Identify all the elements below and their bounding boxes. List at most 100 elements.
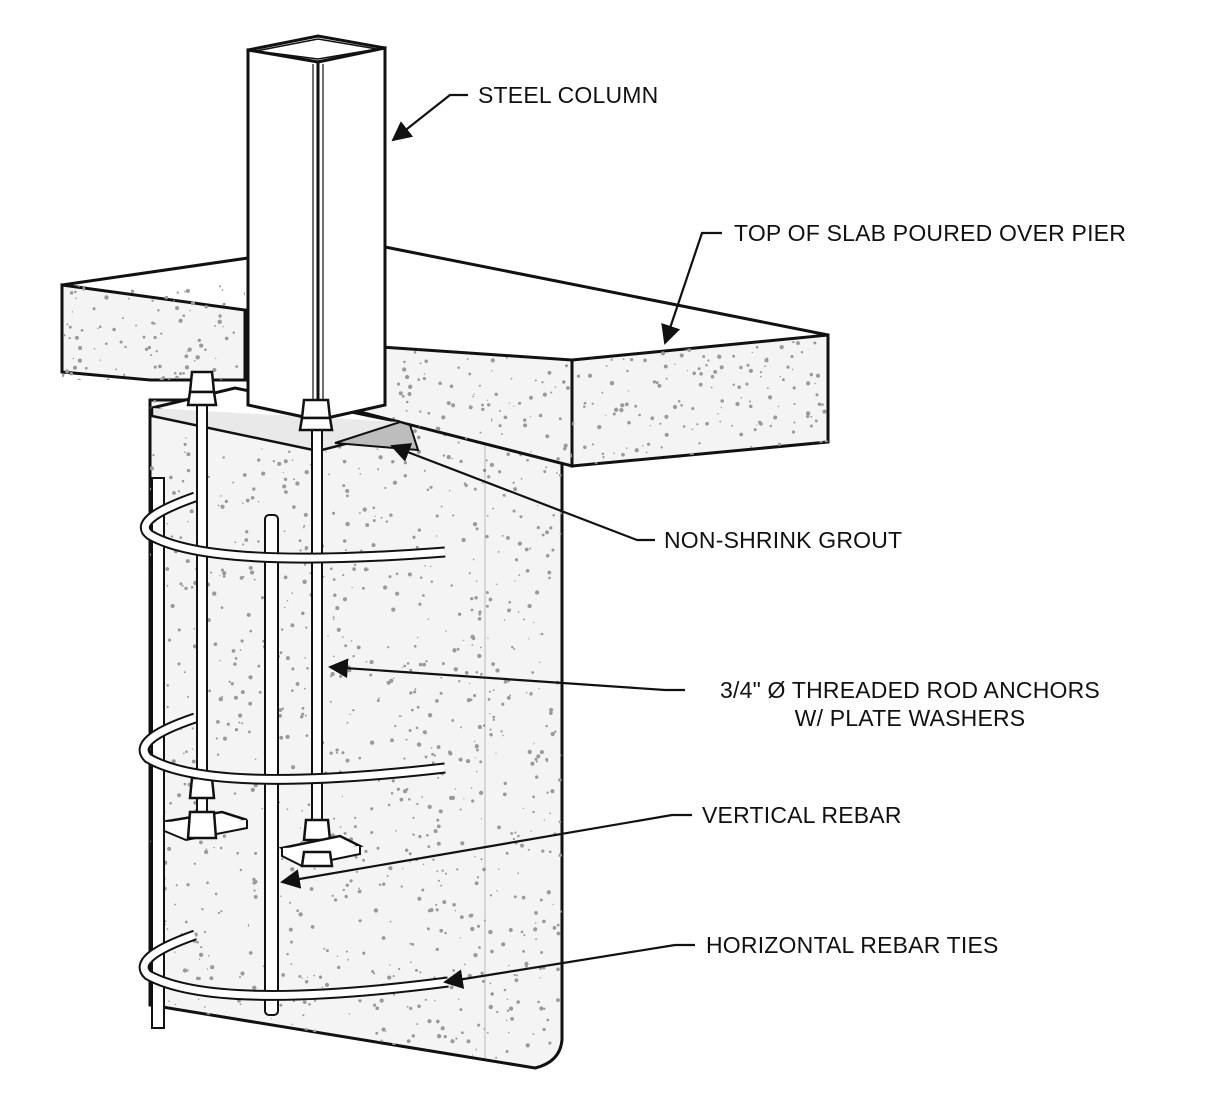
concrete-speckle [518, 574, 521, 576]
concrete-speckle [352, 567, 356, 571]
concrete-speckle [78, 345, 83, 351]
concrete-speckle [652, 380, 657, 384]
concrete-speckle [546, 890, 551, 895]
concrete-speckle [360, 549, 363, 552]
concrete-speckle [431, 752, 435, 756]
concrete-speckle [390, 738, 394, 743]
concrete-speckle [290, 940, 293, 944]
concrete-speckle [395, 572, 399, 576]
concrete-speckle [166, 522, 169, 525]
concrete-speckle [513, 405, 515, 407]
concrete-speckle [356, 645, 361, 650]
concrete-speckle [193, 862, 196, 865]
concrete-speckle [749, 404, 753, 409]
concrete-speckle [325, 949, 329, 953]
concrete-speckle [459, 937, 462, 939]
concrete-speckle [234, 657, 238, 660]
concrete-speckle [177, 490, 181, 493]
concrete-speckle [283, 490, 286, 493]
concrete-speckle [398, 391, 403, 396]
concrete-speckle [518, 401, 522, 405]
concrete-speckle [412, 833, 415, 837]
concrete-speckle [358, 512, 361, 514]
concrete-speckle [474, 744, 479, 749]
concrete-speckle [221, 695, 224, 698]
concrete-speckle [305, 734, 309, 737]
concrete-speckle [336, 955, 339, 958]
concrete-speckle [248, 675, 253, 680]
concrete-speckle [492, 715, 496, 719]
concrete-speckle [74, 335, 79, 340]
concrete-speckle [177, 662, 181, 666]
concrete-speckle [342, 636, 344, 638]
concrete-speckle [118, 461, 122, 465]
concrete-speckle [552, 903, 554, 906]
concrete-speckle [252, 487, 256, 491]
concrete-speckle [197, 338, 202, 343]
concrete-speckle [475, 1048, 478, 1051]
concrete-speckle [263, 1045, 266, 1048]
concrete-speckle [122, 373, 126, 376]
concrete-speckle [239, 649, 242, 651]
concrete-speckle [516, 974, 519, 977]
concrete-speckle [436, 1034, 442, 1039]
concrete-speckle [440, 505, 443, 508]
concrete-speckle [533, 621, 535, 624]
concrete-speckle [417, 528, 422, 532]
concrete-speckle [68, 336, 71, 340]
concrete-speckle [547, 370, 552, 375]
concrete-speckle [702, 355, 706, 358]
concrete-speckle [475, 770, 478, 773]
concrete-speckle [479, 674, 482, 676]
concrete-speckle [189, 509, 194, 514]
concrete-speckle [389, 678, 394, 683]
concrete-speckle [691, 406, 695, 411]
concrete-speckle [479, 431, 482, 434]
concrete-speckle [773, 415, 778, 420]
concrete-speckle [539, 1006, 544, 1011]
concrete-speckle [532, 795, 535, 799]
concrete-speckle [409, 691, 413, 695]
concrete-speckle [184, 586, 188, 591]
concrete-speckle [261, 471, 266, 476]
concrete-speckle [591, 402, 594, 405]
concrete-speckle [481, 979, 485, 983]
concrete-speckle [470, 926, 475, 932]
concrete-speckle [463, 963, 466, 966]
concrete-speckle [461, 1031, 464, 1035]
concrete-speckle [451, 718, 455, 722]
concrete-speckle [506, 452, 511, 457]
concrete-speckle [558, 820, 562, 824]
concrete-speckle [228, 1044, 232, 1048]
concrete-speckle [454, 788, 457, 790]
concrete-speckle [291, 592, 294, 595]
concrete-speckle [416, 742, 422, 747]
concrete-speckle [627, 390, 630, 392]
concrete-speckle [295, 1057, 298, 1060]
concrete-speckle [547, 570, 552, 575]
concrete-speckle [304, 656, 306, 659]
concrete-speckle [413, 644, 417, 648]
concrete-speckle [352, 654, 355, 658]
concrete-speckle [268, 1044, 272, 1049]
concrete-speckle [475, 527, 479, 531]
concrete-speckle [439, 691, 443, 695]
concrete-speckle [513, 895, 517, 899]
concrete-speckle [289, 901, 292, 904]
concrete-speckle [487, 403, 491, 407]
concrete-speckle [755, 345, 759, 349]
concrete-speckle [411, 943, 415, 946]
concrete-speckle [377, 468, 380, 471]
concrete-speckle [301, 977, 303, 979]
concrete-speckle [672, 404, 678, 410]
concrete-speckle [164, 295, 169, 300]
concrete-speckle [184, 1025, 187, 1027]
concrete-speckle [522, 618, 525, 621]
concrete-speckle [186, 883, 190, 887]
concrete-speckle [704, 464, 709, 466]
concrete-speckle [451, 457, 454, 460]
concrete-speckle [426, 927, 430, 931]
concrete-speckle [576, 374, 581, 378]
concrete-speckle [370, 807, 374, 811]
concrete-speckle [779, 375, 781, 378]
